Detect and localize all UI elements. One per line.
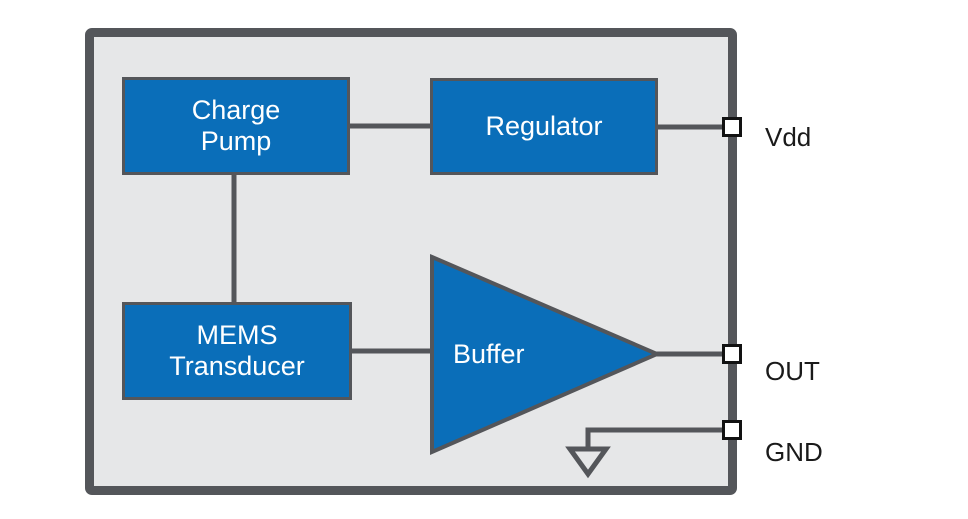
mems-transducer-block: MEMS Transducer [122, 302, 352, 400]
vdd-pin-label: Vdd [765, 122, 812, 152]
charge-pump-label-line2: Pump [200, 126, 272, 156]
buffer-amplifier-triangle [430, 253, 663, 456]
regulator-block: Regulator [430, 78, 658, 175]
vdd-pin [722, 117, 742, 137]
mems-label-line2: Transducer [169, 351, 305, 381]
gnd-pin-label: GND [765, 437, 823, 467]
regulator-label: Regulator [485, 111, 603, 141]
charge-pump-block: Charge Pump [122, 77, 350, 175]
wire-gnd-pin-to-ground [585, 427, 723, 449]
out-pin [722, 344, 742, 364]
gnd-pin [722, 420, 742, 440]
out-pin-label: OUT [765, 356, 820, 386]
mems-label-line1: MEMS [196, 320, 278, 350]
charge-pump-label-line1: Charge [191, 95, 281, 125]
ground-symbol-icon [565, 446, 611, 479]
buffer-label: Buffer [453, 339, 525, 369]
